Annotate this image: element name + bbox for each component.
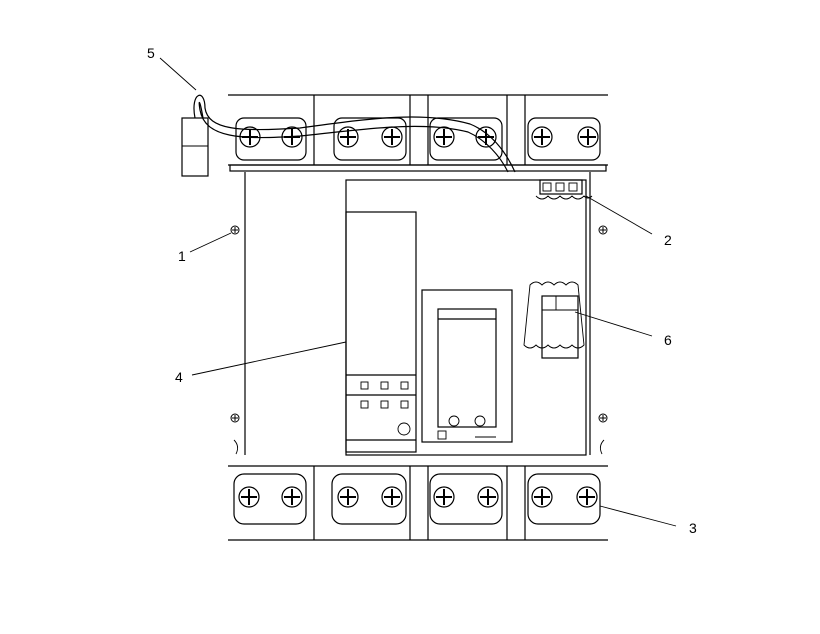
- accessory-module: [523, 281, 585, 359]
- callout-4: 4: [175, 369, 183, 385]
- callout-1: 1: [178, 248, 186, 264]
- callout-2: 2: [664, 232, 672, 248]
- top-terminal-block: [228, 94, 608, 172]
- handle-window: [421, 289, 513, 443]
- auxiliary-terminal-strip: [535, 179, 593, 200]
- bottom-terminal-block: [228, 465, 608, 541]
- wiring-harness: [181, 94, 516, 177]
- callout-5: 5: [147, 45, 155, 61]
- callout-6: 6: [664, 332, 672, 348]
- trip-unit: [345, 211, 417, 453]
- breaker-body: [230, 172, 608, 456]
- leader-lines: [159, 57, 677, 527]
- callout-3: 3: [689, 520, 697, 536]
